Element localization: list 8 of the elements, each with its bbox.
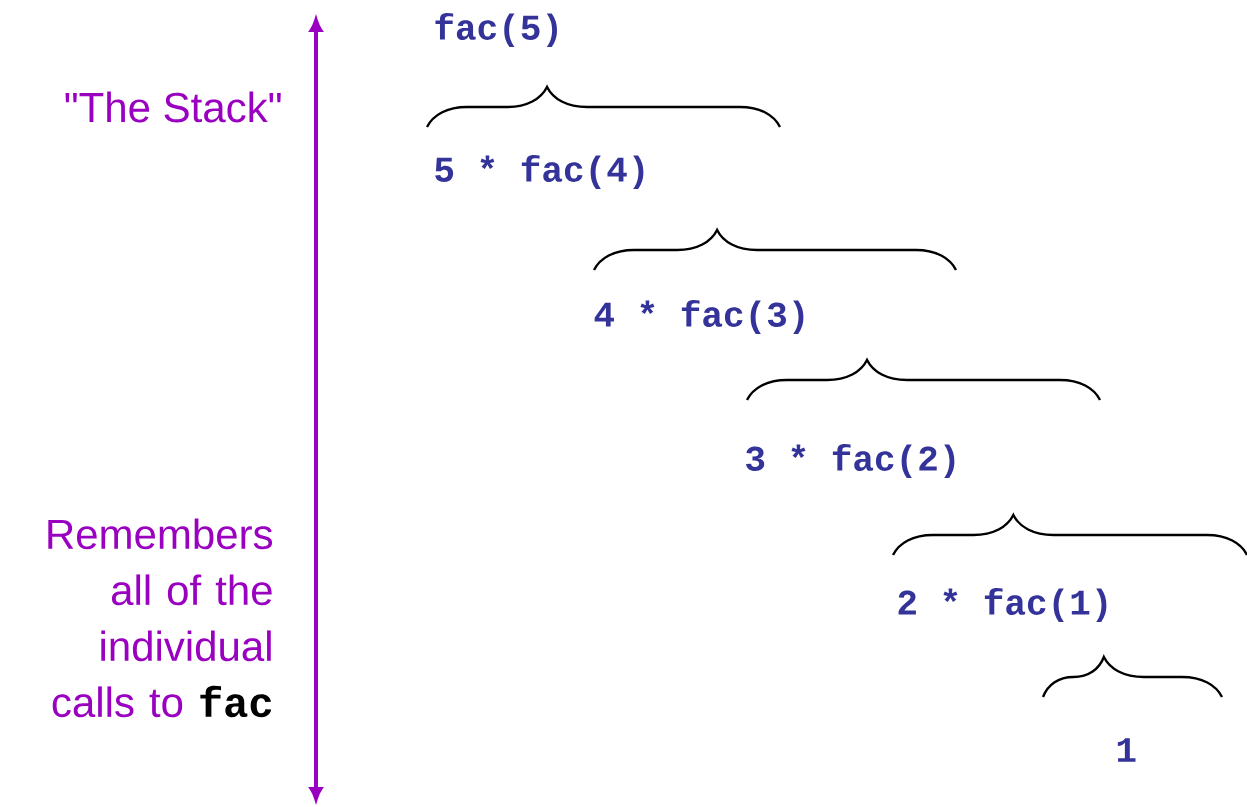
code-text: 1 bbox=[1117, 738, 1136, 762]
code-text: 2 * fac(1) bbox=[898, 587, 1107, 623]
code-text: 5 * fac(4) bbox=[435, 154, 644, 190]
code-text: fac(5) bbox=[435, 12, 557, 48]
code-text: 3 * fac(2) bbox=[746, 443, 955, 479]
stack-label: "The Stack" bbox=[65, 91, 281, 123]
note-text: Remembers all of the individual calls to fac bbox=[48, 518, 273, 718]
code-text: 4 * fac(3) bbox=[594, 299, 804, 335]
